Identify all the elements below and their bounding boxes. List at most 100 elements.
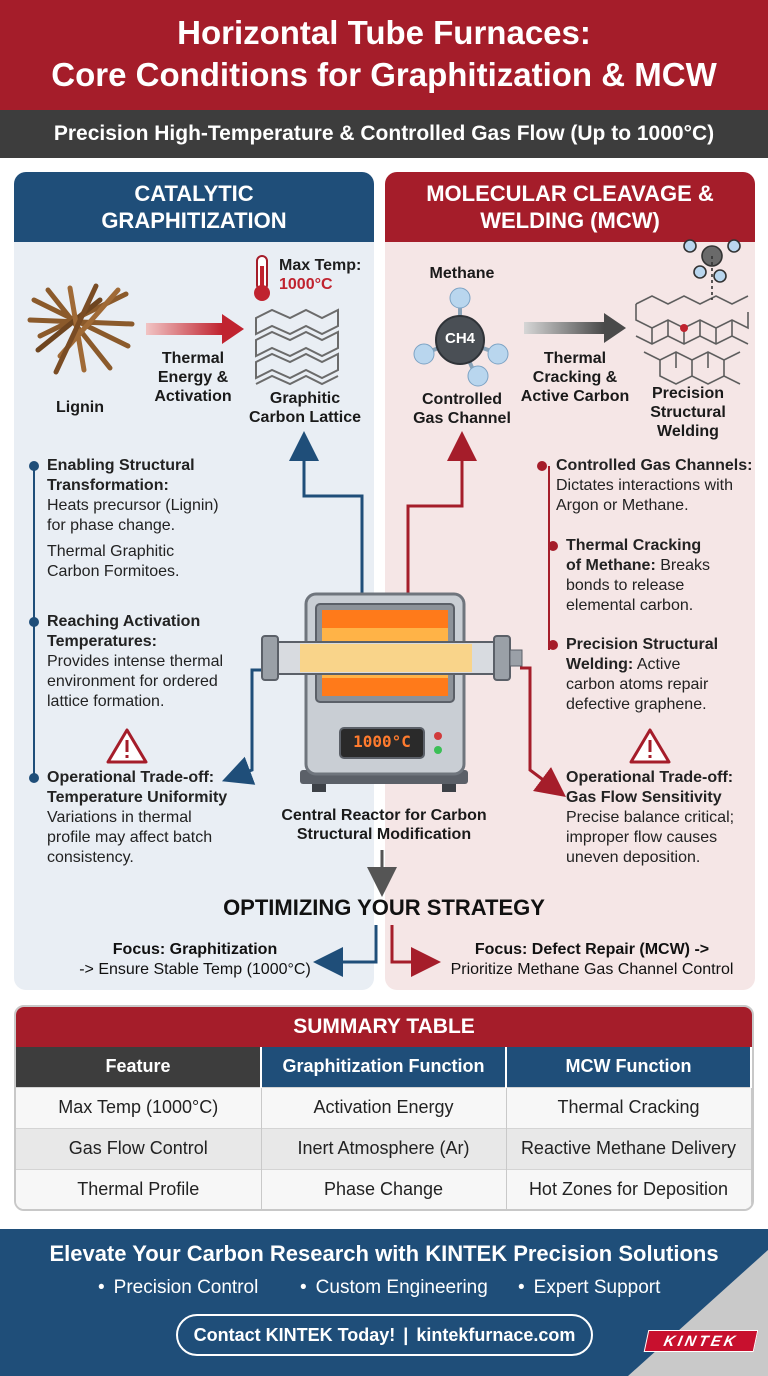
lignin-label: Lignin xyxy=(56,399,104,416)
page-title-line1: Horizontal Tube Furnaces: xyxy=(177,14,591,51)
bullet-heading: Enabling Structural xyxy=(47,457,195,474)
footer: Elevate Your Carbon Research with KINTEK… xyxy=(0,1229,768,1376)
bullet-body: elemental carbon. xyxy=(566,597,694,614)
bullet-body: Provides intense thermal xyxy=(47,653,224,670)
label-line: Carbon Lattice xyxy=(248,409,361,426)
furnace-to-flow-arrow xyxy=(520,666,566,797)
lignin-fiber-icon xyxy=(27,283,135,375)
bullet-heading: Transformation: xyxy=(47,477,169,494)
warning-icon xyxy=(629,728,671,764)
contact-separator: | xyxy=(403,1325,409,1345)
bullet-body: bonds to release xyxy=(566,577,685,594)
bullet-heading: Operational Trade-off: xyxy=(566,769,734,786)
column-header: Graphitization Function xyxy=(261,1047,507,1087)
label-line: Graphitic xyxy=(269,390,341,407)
tube-furnace-icon xyxy=(261,592,523,792)
furnace-to-gas-channel-arrow xyxy=(406,431,477,618)
caption-line: Central Reactor for Carbon xyxy=(281,807,487,824)
mcw-panel: MOLECULAR CLEAVAGE & WELDING (MCW) xyxy=(385,172,755,990)
table-cell: Reactive Methane Delivery xyxy=(506,1127,752,1169)
graphitic-lattice-label: Graphitic Carbon Lattice xyxy=(238,389,372,427)
table-cell: Gas Flow Control xyxy=(16,1127,262,1169)
bullet-heading: Precision Structural xyxy=(566,636,719,653)
label-line: Thermal xyxy=(161,350,225,367)
bullet-body: Breaks xyxy=(655,557,711,574)
footer-item-custom-engineering: Custom Engineering xyxy=(300,1277,488,1299)
contact-button[interactable]: Contact KINTEK Today!|kintekfurnace.com xyxy=(176,1314,593,1356)
heading-line1: CATALYTIC xyxy=(134,181,254,206)
label-line: Precision xyxy=(651,385,725,402)
footer-item-precision-control: Precision Control xyxy=(98,1277,259,1299)
bullet-body: defective graphene. xyxy=(566,696,707,713)
column-header: MCW Function xyxy=(506,1047,752,1087)
summary-table-grid: Feature Graphitization Function MCW Func… xyxy=(16,1047,752,1209)
timeline-dot xyxy=(29,617,39,627)
table-cell: Inert Atmosphere (Ar) xyxy=(261,1127,507,1169)
bullet-body: Argon or Methane. xyxy=(556,497,689,514)
table-row: Thermal Profile Phase Change Hot Zones f… xyxy=(16,1168,752,1209)
label-line: Active Carbon xyxy=(520,388,630,405)
gas-channel-label: Controlled Gas Channel xyxy=(406,390,518,428)
graphite-lattice-icon xyxy=(255,308,339,386)
focus-heading: Focus: Defect Repair (MCW) -> xyxy=(474,941,710,958)
website-link[interactable]: kintekfurnace.com xyxy=(416,1325,576,1345)
methane-formula: CH4 xyxy=(444,330,475,347)
furnace-to-uniformity-arrow xyxy=(221,668,268,785)
bullet-heading: Controlled Gas Channels: xyxy=(556,457,753,474)
page-header: Horizontal Tube Furnaces: Core Condition… xyxy=(0,0,768,110)
warning-icon xyxy=(106,728,148,764)
table-row: Gas Flow Control Inert Atmosphere (Ar) R… xyxy=(16,1127,752,1169)
structural-welding-bullet: Precision Structural Welding: Active car… xyxy=(566,635,756,715)
table-cell: Thermal Profile xyxy=(16,1168,262,1209)
bullet-body: Thermal Graphitic xyxy=(47,543,175,560)
thermometer-icon xyxy=(254,255,270,301)
precision-welding-label: Precision Structural Welding xyxy=(634,384,742,441)
bullet-heading: Welding: xyxy=(566,656,634,673)
methane-label: Methane xyxy=(429,265,495,282)
activation-temperature-bullet: Reaching Activation Temperatures: Provid… xyxy=(47,612,252,712)
furnace-caption: Central Reactor for Carbon Structural Mo… xyxy=(258,806,510,844)
summary-table: SUMMARY TABLE Feature Graphitization Fun… xyxy=(14,1005,754,1211)
thermal-cracking-label: Thermal Cracking & Active Carbon xyxy=(518,349,632,406)
summary-table-title: SUMMARY TABLE xyxy=(16,1007,752,1047)
heading-line2: GRAPHITIZATION xyxy=(101,208,287,233)
label-line: Controlled xyxy=(422,391,502,408)
graphene-sheet-icon xyxy=(635,239,749,385)
focus-heading: Focus: Graphitization xyxy=(112,941,278,958)
graphitization-panel-heading: CATALYTIC GRAPHITIZATION xyxy=(14,172,374,242)
bullet-body: Active xyxy=(633,656,681,673)
bullet-body: consistency. xyxy=(47,849,134,866)
bullet-heading: Temperatures: xyxy=(47,633,157,650)
caption-line: Structural Modification xyxy=(296,826,472,843)
diagram-connectors xyxy=(27,239,749,977)
arrow-right-icon xyxy=(524,313,626,343)
gas-flow-sensitivity-bullet: Operational Trade-off: Gas Flow Sensitiv… xyxy=(566,768,756,868)
methane-molecule-icon xyxy=(413,287,509,387)
heading-line1: MOLECULAR CLEAVAGE & xyxy=(426,181,714,206)
footer-title: Elevate Your Carbon Research with KINTEK… xyxy=(49,1241,719,1266)
gas-channels-bullet: Controlled Gas Channels: Dictates intera… xyxy=(556,456,756,516)
bullet-body: improper flow causes xyxy=(566,829,718,846)
column-header: Feature xyxy=(16,1047,262,1087)
label-line: Gas Channel xyxy=(413,410,511,427)
thermal-activation-label: Thermal Energy & Activation xyxy=(140,349,246,406)
strategy-left-arrow xyxy=(313,925,378,977)
bullet-heading: Gas Flow Sensitivity xyxy=(566,789,722,806)
max-temp-caption: Max Temp: xyxy=(279,257,362,274)
bullet-heading: Operational Trade-off: xyxy=(47,769,215,786)
table-cell: Max Temp (1000°C) xyxy=(16,1086,262,1128)
furnace-to-lattice-arrow xyxy=(289,431,364,618)
page-title-line2: Core Conditions for Graphitization & MCW xyxy=(51,56,717,93)
label-line: Activation xyxy=(154,388,232,405)
strategy-title: OPTIMIZING YOUR STRATEGY xyxy=(223,895,545,920)
label-line: Cracking & xyxy=(532,369,618,386)
bullet-body: carbon atoms repair xyxy=(566,676,709,693)
bullet-body: Carbon Formitoes. xyxy=(47,563,180,580)
table-cell: Phase Change xyxy=(261,1168,507,1209)
label-line: Structural xyxy=(650,404,726,421)
label-line: Welding xyxy=(657,423,719,440)
max-temp-label: Max Temp: 1000°C xyxy=(279,256,361,294)
thermal-cracking-bullet: Thermal Cracking of Methane: Breaks bond… xyxy=(566,536,756,616)
focus-body: Prioritize Methane Gas Channel Control xyxy=(450,961,734,978)
bullet-body: Precise balance critical; xyxy=(566,809,735,826)
